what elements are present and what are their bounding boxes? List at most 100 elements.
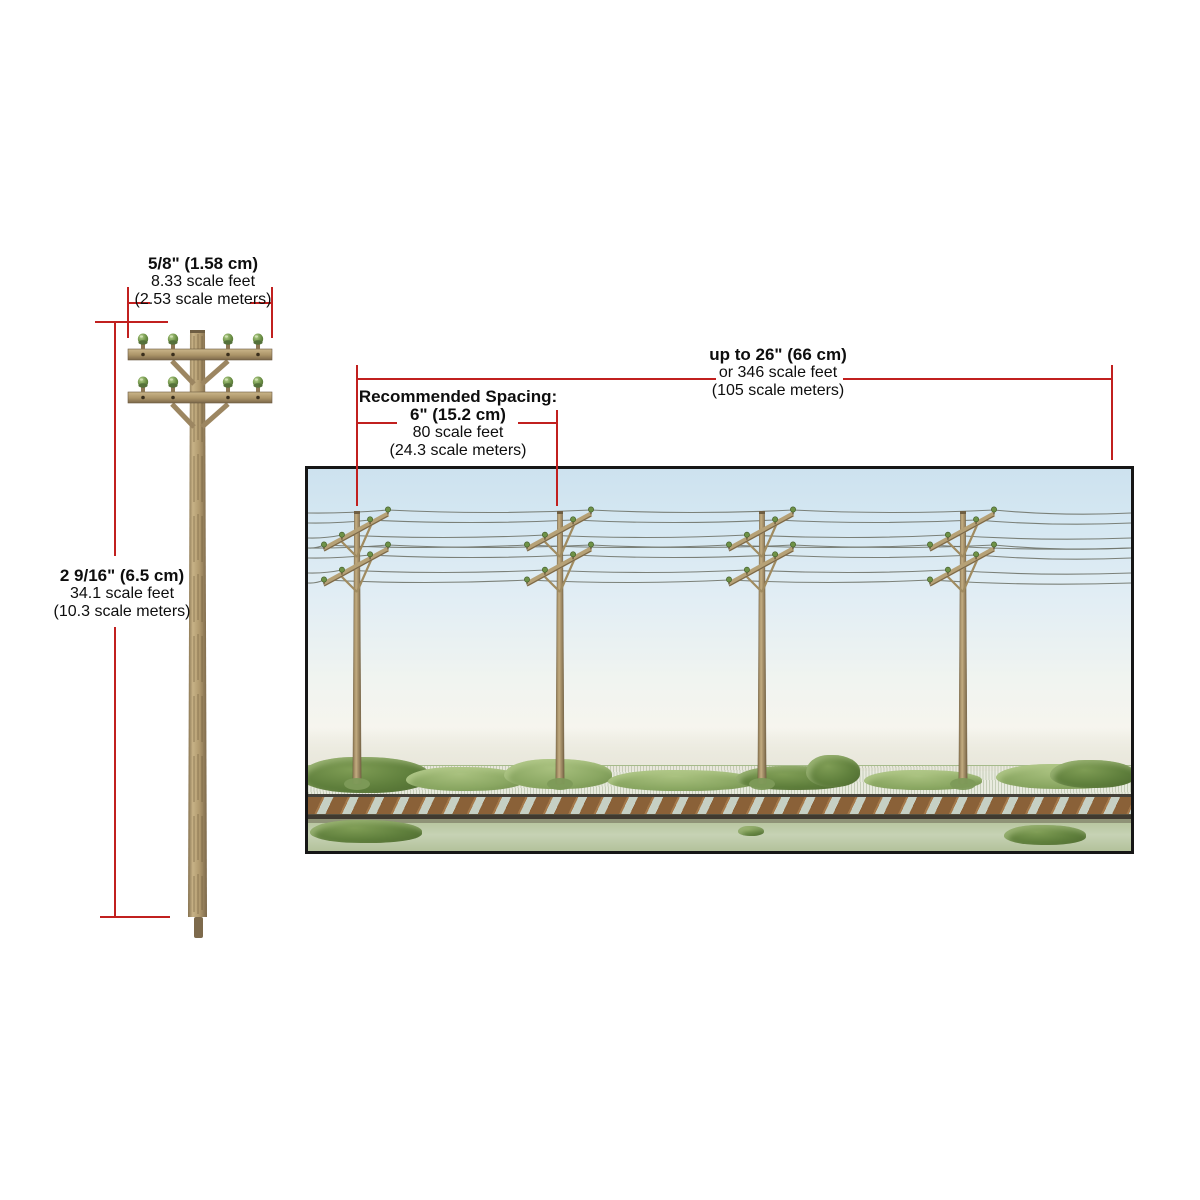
insulator — [524, 576, 530, 583]
grass-tuft — [547, 778, 573, 790]
insulator — [743, 531, 750, 538]
insulator — [367, 516, 374, 523]
recommended-spacing-label: Recommended Spacing: 6" (15.2 cm) 80 sca… — [348, 388, 568, 460]
pole-height-meters: (10.3 scale meters) — [53, 603, 191, 620]
insulator — [385, 506, 391, 513]
insulator — [991, 541, 997, 548]
bush — [310, 820, 422, 843]
horizon-haze — [308, 727, 1131, 771]
insulator — [772, 516, 779, 523]
insulator — [973, 551, 980, 558]
rail — [308, 815, 1131, 819]
dimension-line-rec-right-seg — [518, 422, 558, 424]
insulator — [570, 516, 577, 523]
insulator — [588, 506, 594, 513]
scene-pole-group — [321, 506, 997, 790]
max-spacing-feet: or 346 scale feet — [718, 364, 838, 381]
dimension-line-max-right-seg — [843, 378, 1113, 380]
wire — [308, 519, 1131, 525]
dimension-line-height-top-tick — [95, 321, 168, 323]
crossarm-width-label: 5/8" (1.58 cm) 8.33 scale feet (2.53 sca… — [100, 255, 306, 309]
utility-pole-figure — [127, 330, 273, 938]
insulator — [790, 506, 796, 513]
dimension-line-max-left-seg — [356, 378, 716, 380]
pole-height-label: 2 9/16" (6.5 cm) 34.1 scale feet (10.3 s… — [20, 567, 224, 621]
utility-pole — [321, 506, 391, 790]
dimension-line-width-right-tick — [271, 287, 273, 338]
pole-height-feet: 34.1 scale feet — [69, 585, 175, 602]
insulator — [541, 531, 548, 538]
grass-tuft — [344, 778, 370, 790]
insulator — [367, 551, 374, 558]
insulator — [588, 541, 594, 548]
crossarm-width-meters: (2.53 scale meters) — [134, 291, 272, 308]
insulator — [790, 541, 796, 548]
railroad-track — [308, 794, 1131, 823]
telegraph-wires — [308, 509, 1131, 585]
dimension-line-width-right-seg — [250, 302, 273, 304]
dimension-line-max-left-tick — [356, 365, 358, 506]
max-spacing-label: up to 26" (66 cm) or 346 scale feet (105… — [676, 346, 880, 400]
wire — [308, 534, 1131, 540]
max-spacing-meters: (105 scale meters) — [711, 382, 845, 399]
recommended-spacing-size: 6" (15.2 cm) — [410, 405, 506, 424]
insulator — [726, 576, 732, 583]
recommended-spacing-meters: (24.3 scale meters) — [389, 442, 527, 459]
scene-poles-and-wires — [308, 506, 1131, 790]
insulator — [338, 566, 345, 573]
insulator — [321, 541, 327, 548]
pole-base-peg — [194, 917, 203, 938]
dimension-line-height-upper — [114, 321, 116, 556]
dimension-line-width-left-seg — [127, 302, 150, 304]
utility-pole — [726, 506, 796, 790]
pole-height-size: 2 9/16" (6.5 cm) — [59, 566, 185, 585]
utility-pole — [524, 506, 594, 790]
insulator — [944, 566, 951, 573]
track-ballast — [308, 819, 1131, 823]
crossarm-upper — [127, 348, 273, 361]
bush — [1050, 760, 1131, 788]
grass-tuft — [950, 778, 976, 790]
recommended-spacing-title: Recommended Spacing: — [358, 387, 558, 406]
dimension-line-rec-left-seg — [356, 422, 397, 424]
bush — [738, 826, 764, 836]
wire — [308, 579, 1131, 585]
grass-strip-near — [308, 823, 1131, 851]
crossarm-lower — [127, 391, 273, 404]
insulator — [973, 516, 980, 523]
crossarm-width-size: 5/8" (1.58 cm) — [147, 254, 259, 273]
grass-tuft — [749, 778, 775, 790]
scene-illustration — [305, 466, 1134, 854]
max-spacing-size: up to 26" (66 cm) — [709, 345, 847, 364]
bush — [608, 770, 756, 791]
insulator — [726, 541, 732, 548]
dimension-line-rec-right-tick — [556, 410, 558, 506]
wire — [308, 509, 1131, 515]
crossarm-width-feet: 8.33 scale feet — [150, 273, 256, 290]
insulator — [541, 566, 548, 573]
recommended-spacing-feet: 80 scale feet — [412, 424, 504, 441]
wire — [308, 544, 1131, 550]
insulator — [927, 576, 933, 583]
wire — [308, 569, 1131, 575]
insulator — [927, 541, 933, 548]
insulator — [772, 551, 779, 558]
dimension-line-width-left-tick — [127, 287, 129, 338]
bush — [806, 755, 860, 787]
insulator — [743, 566, 750, 573]
utility-pole — [927, 506, 997, 790]
wire — [308, 554, 1131, 560]
insulator — [991, 506, 997, 513]
insulator — [944, 531, 951, 538]
insulator — [524, 541, 530, 548]
insulator — [570, 551, 577, 558]
dimension-line-max-right-tick — [1111, 365, 1113, 460]
insulator — [338, 531, 345, 538]
bush — [1004, 825, 1086, 845]
insulator — [385, 541, 391, 548]
railroad-ties — [308, 797, 1131, 815]
dimension-line-height-lower — [114, 627, 116, 918]
insulator — [321, 576, 327, 583]
crossarm-braces — [170, 359, 230, 429]
